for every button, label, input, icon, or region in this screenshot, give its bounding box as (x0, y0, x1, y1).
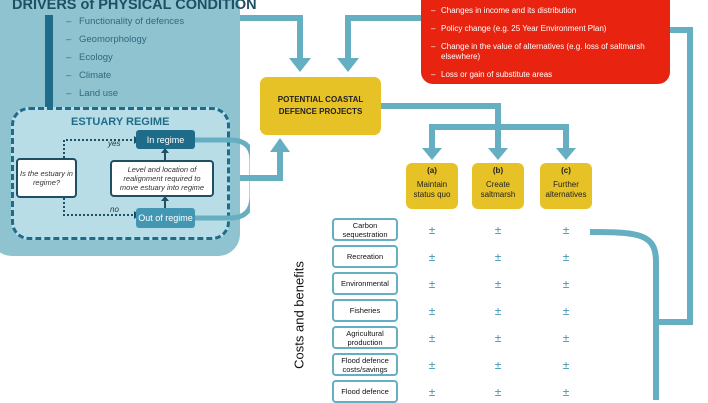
realignment-box: Level and location of realignment requir… (110, 160, 214, 197)
option-tag: (a) (427, 166, 437, 175)
drivers-title: DRIVERS of PHYSICAL CONDITION (12, 0, 257, 13)
row-environmental: Environmental (332, 272, 398, 295)
yes-label: yes (108, 139, 121, 148)
drivers-to-projects-arrow (240, 15, 303, 60)
arrowhead-c (556, 148, 576, 160)
economic-to-projects-arrow (345, 15, 421, 60)
row-flood-costs: Flood defence costs/savings (332, 353, 398, 376)
plus-minus-symbol: ± (562, 385, 570, 399)
option-label: Further alternatives (545, 180, 587, 199)
out-of-regime-box: Out of regime (136, 208, 195, 228)
option-label: Create saltmarsh (480, 180, 516, 199)
feedback-loop (656, 27, 693, 325)
plus-minus-symbol: ± (494, 358, 502, 372)
plus-minus-symbol: ± (428, 385, 436, 399)
plus-minus-symbol: ± (562, 331, 570, 345)
plus-minus-symbol: ± (494, 250, 502, 264)
arrowhead-drivers (289, 58, 311, 72)
estuary-title: ESTUARY REGIME (71, 116, 170, 128)
plus-minus-symbol: ± (562, 277, 570, 291)
coastal-projects-box: POTENTIAL COASTAL DEFENCE PROJECTS (260, 77, 381, 135)
no-label: no (110, 205, 119, 214)
row-agricultural: Agricultural production (332, 326, 398, 349)
option-tag: (c) (561, 166, 571, 175)
estuary-to-projects-arrow (240, 150, 283, 181)
plus-minus-symbol: ± (494, 385, 502, 399)
estuary-connectors (63, 136, 250, 221)
arrowhead-b (488, 148, 508, 160)
plus-minus-symbol: ± (428, 331, 436, 345)
arrowhead-estuary (270, 138, 290, 152)
plus-minus-symbol: ± (428, 304, 436, 318)
economic-drivers-list: –Changes in income and its distribution … (431, 6, 659, 88)
plus-minus-symbol: ± (562, 304, 570, 318)
row-fisheries: Fisheries (332, 299, 398, 322)
drivers-list: –Functionality of defences –Geomorpholog… (66, 15, 184, 105)
economic-item: –Changes in income and its distribution (431, 6, 577, 15)
regime-question: Is the estuary in regime? (16, 158, 77, 198)
plus-minus-symbol: ± (428, 223, 436, 237)
economic-drivers-panel (421, 0, 670, 84)
option-c: (c) Further alternatives (540, 163, 592, 209)
arrowhead-a (422, 148, 442, 160)
plus-minus-symbol: ± (494, 331, 502, 345)
economic-item: –Change in the value of alternatives (e.… (431, 42, 645, 61)
plus-minus-symbol: ± (562, 358, 570, 372)
plus-minus-symbol: ± (494, 277, 502, 291)
in-regime-box: In regime (136, 130, 195, 149)
arrowhead-economic (337, 58, 359, 72)
plus-minus-symbol: ± (428, 358, 436, 372)
plus-minus-symbol: ± (428, 250, 436, 264)
plus-minus-symbol: ± (562, 223, 570, 237)
option-tag: (b) (492, 166, 504, 175)
option-a: (a) Maintain status quo (406, 163, 458, 209)
option-b: (b) Create saltmarsh (472, 163, 524, 209)
drivers-item: –Functionality of defences (66, 16, 185, 27)
option-label: Maintain status quo (413, 180, 451, 199)
projects-trunk (381, 103, 501, 127)
row-carbon: Carbon sequestration (332, 218, 398, 241)
drivers-item: –Geomorphology (66, 34, 147, 45)
plus-minus-symbol: ± (494, 304, 502, 318)
economic-item: –Loss or gain of substitute areas (431, 70, 553, 79)
feedback-line-low (589, 229, 659, 400)
economic-item: –Policy change (e.g. 25 Year Environment… (431, 24, 607, 33)
drivers-item: –Climate (66, 70, 112, 81)
plus-minus-symbol: ± (428, 277, 436, 291)
row-recreation: Recreation (332, 245, 398, 268)
plus-minus-symbol: ± (494, 223, 502, 237)
drivers-item: –Land use (66, 88, 119, 99)
drivers-item: –Ecology (66, 52, 113, 63)
plus-minus-symbol: ± (562, 250, 570, 264)
costs-benefits-label: Costs and benefits (291, 261, 307, 369)
